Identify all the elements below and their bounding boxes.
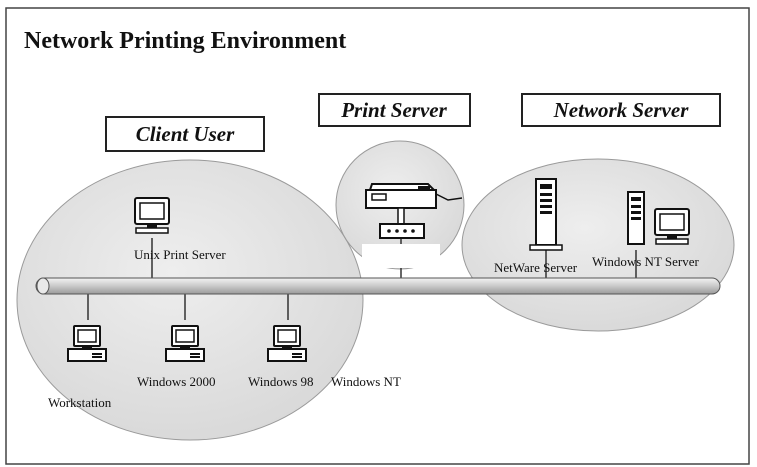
- network-server-label: Network Server: [553, 98, 690, 122]
- windows-2000-pc-icon: [165, 325, 205, 362]
- network-server-zone: [461, 158, 735, 332]
- network-server-box: [521, 93, 721, 127]
- workstation-label: Workstation: [48, 395, 112, 410]
- windows-nt-server-label: Windows NT Server: [592, 254, 700, 269]
- windows-98-label: Windows 98: [248, 374, 314, 389]
- unix-print-server-icon: [134, 197, 170, 234]
- windows-2000-label: Windows 2000: [137, 374, 216, 389]
- client-zone: [16, 159, 364, 441]
- windows-nt-label: Windows NT: [331, 374, 401, 389]
- workstation-icon: [67, 325, 107, 362]
- bus-end-cap: [36, 277, 50, 295]
- print-server-label: Print Server: [340, 98, 447, 122]
- print-server-box-icon: [379, 223, 425, 239]
- network-bus: [35, 277, 721, 295]
- windows-nt-server-icon: [627, 191, 690, 245]
- print-server-caption-area: [362, 244, 440, 268]
- client-user-box: [105, 116, 265, 152]
- client-user-label: Client User: [136, 122, 235, 146]
- unix-print-server-label: Unix Print Server: [134, 247, 226, 262]
- netware-server-label: NetWare Server: [494, 260, 578, 275]
- page-title: Network Printing Environment: [24, 28, 346, 54]
- print-server-box: [318, 93, 471, 127]
- printer-icon: [365, 183, 463, 225]
- windows-98-pc-icon: [267, 325, 307, 362]
